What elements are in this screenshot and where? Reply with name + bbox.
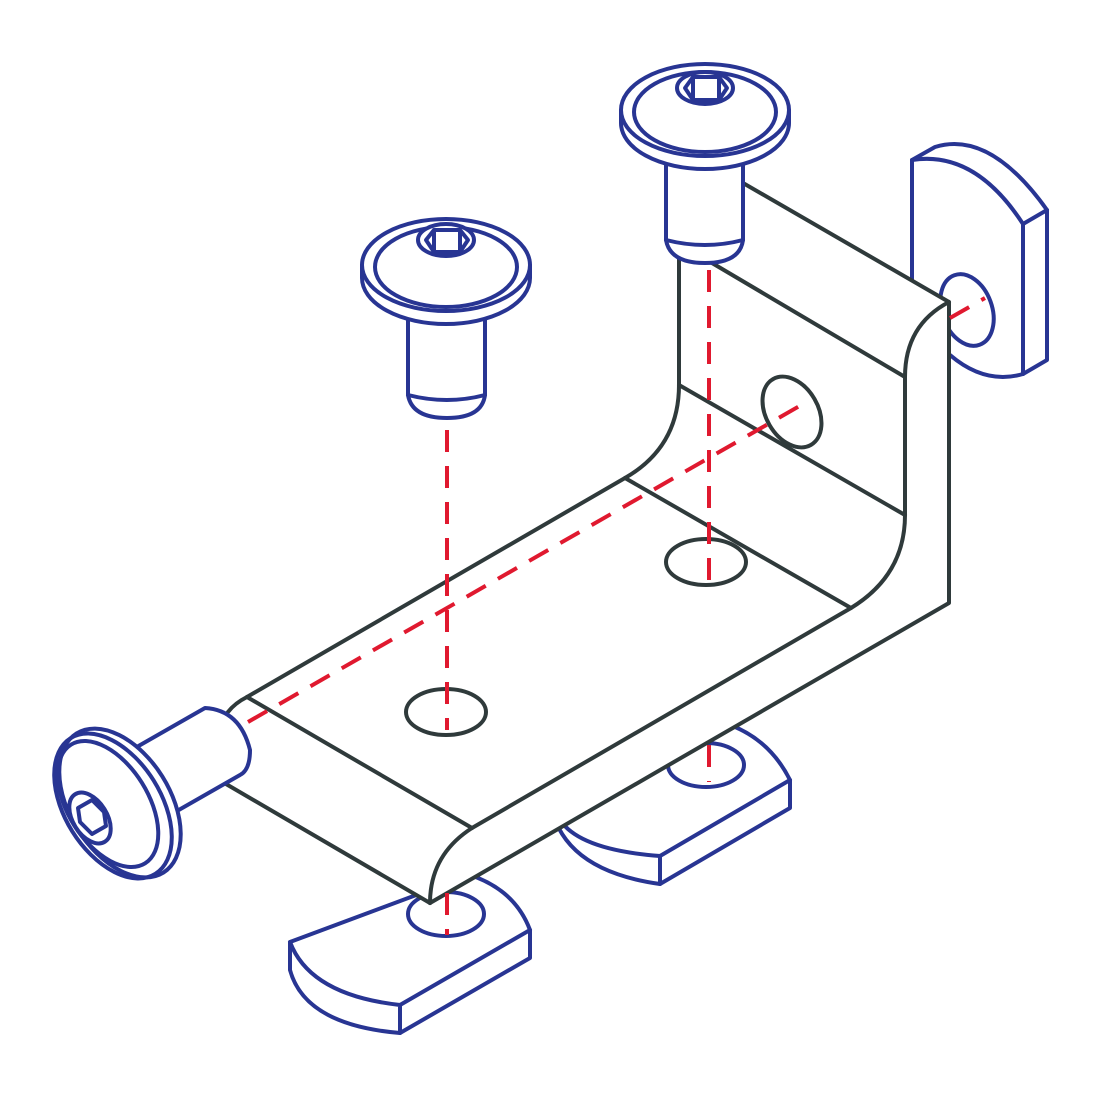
screw-left: [52, 706, 252, 881]
screw-top-left: [360, 217, 532, 420]
angle-bracket: [224, 181, 951, 905]
assembly-axes: [247, 270, 986, 935]
t-nut-bottom: [288, 873, 532, 1035]
hole-bottom-right: [664, 537, 748, 587]
screw-top-right: [619, 62, 791, 265]
hole-vertical: [760, 374, 824, 450]
